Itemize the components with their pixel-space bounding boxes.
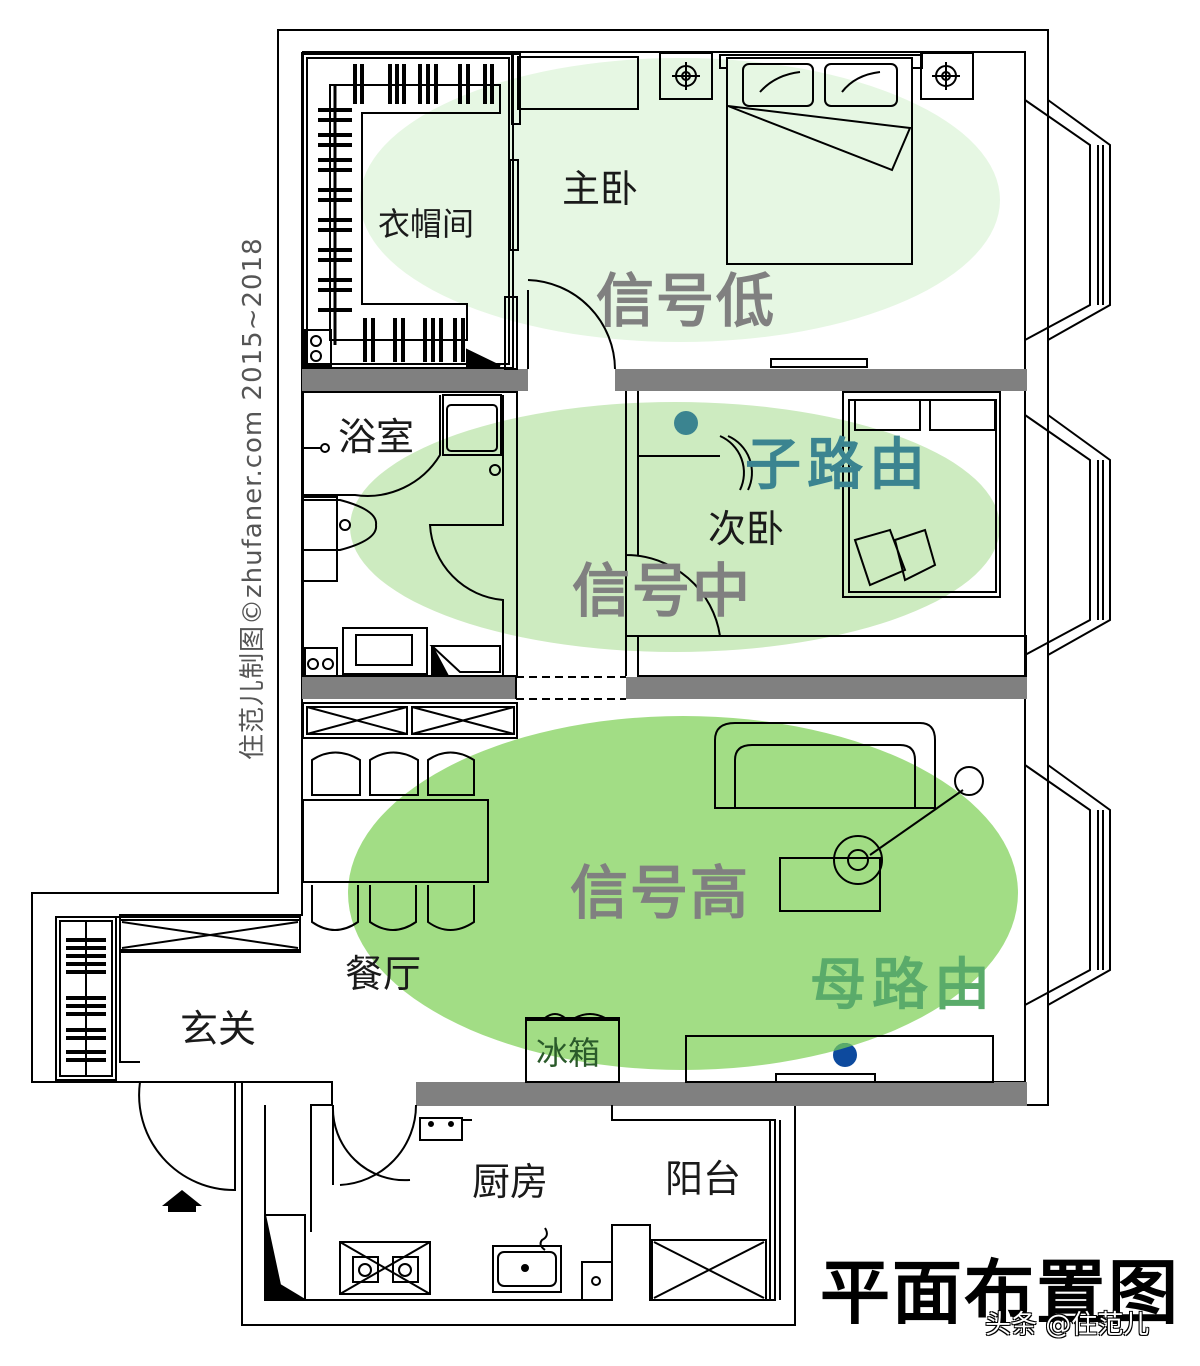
wall-band bbox=[615, 369, 1027, 391]
credit-text: 住范儿制图©zhufaner.com 2015~2018 bbox=[238, 237, 268, 760]
signal-label-high: 信号高 bbox=[570, 859, 751, 927]
label-master-bedroom: 主卧 bbox=[562, 167, 639, 211]
wall-band bbox=[302, 677, 516, 699]
signal-zone-low bbox=[360, 58, 1000, 342]
label-walk-in-closet: 衣帽间 bbox=[378, 205, 475, 243]
label-fridge: 冰箱 bbox=[536, 1034, 601, 1072]
label-balcony: 阳台 bbox=[665, 1157, 742, 1201]
label-dining-room: 餐厅 bbox=[345, 952, 422, 996]
watermark: 头条 @住范儿 bbox=[985, 1310, 1150, 1340]
main-router-label: 母路由 bbox=[810, 953, 996, 1018]
wall-band bbox=[302, 369, 528, 391]
entry-arrow-icon bbox=[162, 1190, 202, 1212]
wall-band bbox=[416, 1082, 1027, 1106]
child-router-dot bbox=[674, 411, 698, 435]
page-title: 平面布置图 bbox=[820, 1252, 1180, 1334]
child-router-label: 子路由 bbox=[745, 433, 931, 498]
signal-zone-medium bbox=[350, 402, 1000, 652]
wall-band bbox=[626, 677, 1027, 699]
signal-label-low: 信号低 bbox=[596, 267, 777, 335]
label-kitchen: 厨房 bbox=[472, 1160, 549, 1204]
label-bathroom: 浴室 bbox=[338, 415, 415, 459]
label-second-bedroom: 次卧 bbox=[708, 507, 785, 551]
bay-windows bbox=[1024, 99, 1111, 1006]
signal-label-medium: 信号中 bbox=[572, 557, 753, 625]
signal-zone-high bbox=[348, 716, 1018, 1070]
label-entrance: 玄关 bbox=[180, 1007, 257, 1051]
